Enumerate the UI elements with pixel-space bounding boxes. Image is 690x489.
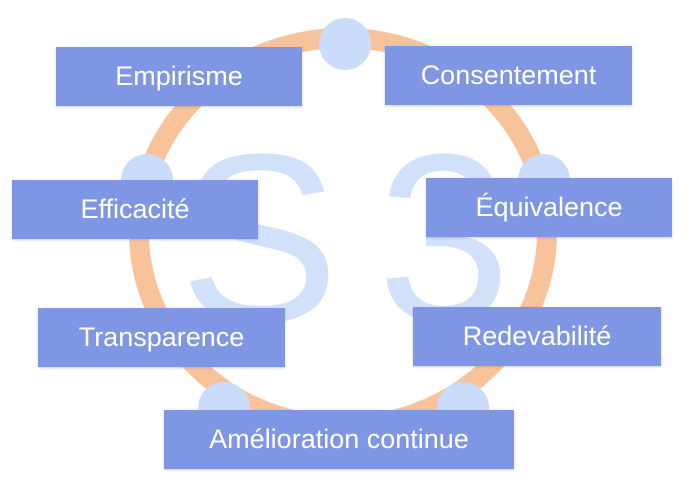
principle-equivalence: Équivalence	[426, 178, 672, 237]
principle-consentement: Consentement	[385, 46, 632, 105]
principle-amelioration-continue: Amélioration continue	[164, 410, 514, 469]
principle-efficacite: Efficacité	[12, 180, 258, 239]
ring-node-top	[319, 18, 371, 70]
principle-transparence: Transparence	[38, 308, 285, 367]
principle-redevabilite: Redevabilité	[413, 307, 661, 366]
principle-empirisme: Empirisme	[56, 47, 302, 106]
